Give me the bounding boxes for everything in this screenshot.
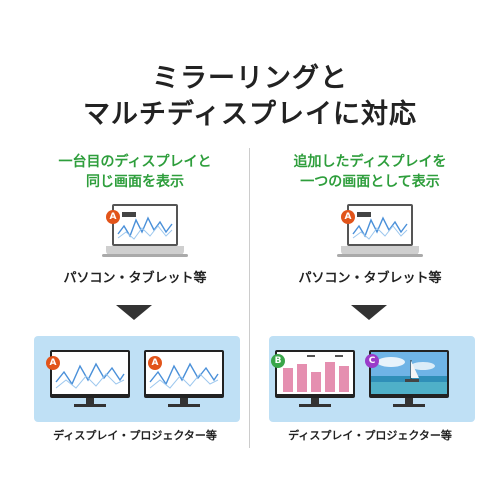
badge-a-icon: A: [106, 210, 120, 224]
device-label: パソコン・タブレット等: [298, 271, 442, 286]
output-label: ディスプレイ・プロジェクター等: [288, 429, 452, 442]
device-label: パソコン・タブレット等: [63, 271, 207, 286]
badge-a-icon: A: [46, 356, 60, 370]
mirroring-caption-line-1: 一台目のディスプレイと: [58, 154, 212, 170]
monitor-2-illustration: C: [365, 350, 449, 410]
mirroring-column: 一台目のディスプレイと 同じ画面を表示 A パソコン・タブレット等 A: [20, 0, 250, 500]
monitor-1-illustration: A: [46, 350, 130, 410]
badge-a-icon: A: [341, 210, 355, 224]
multi-display-caption-line-1: 追加したディスプレイを: [293, 154, 447, 170]
heading-line-1: ミラーリングと: [152, 63, 348, 94]
badge-c-icon: C: [365, 354, 379, 368]
mirroring-caption-line-2: 同じ画面を表示: [86, 174, 184, 190]
arrow-down-icon: [116, 305, 152, 320]
badge-a-icon: A: [148, 356, 162, 370]
badge-b-icon: B: [271, 354, 285, 368]
output-label: ディスプレイ・プロジェクター等: [53, 429, 217, 442]
line-chart-graphic: [52, 352, 128, 394]
multi-display-caption-line-2: 一つの画面として表示: [300, 174, 440, 190]
laptop-illustration: A: [102, 204, 188, 260]
multi-display-column: 追加したディスプレイを 一つの画面として表示 A パソコン・タブレット等: [255, 0, 485, 500]
column-divider: [249, 148, 250, 448]
line-chart-graphic: [349, 206, 411, 244]
heading-line-2: マルチディスプレイに対応: [82, 99, 418, 130]
laptop-illustration: A: [337, 204, 423, 260]
monitor-2-illustration: A: [144, 350, 224, 410]
monitor-1-illustration: B: [271, 350, 355, 410]
bar-chart-graphic: [277, 352, 353, 394]
seascape-photo-graphic: [371, 352, 447, 394]
arrow-down-icon: [351, 305, 387, 320]
